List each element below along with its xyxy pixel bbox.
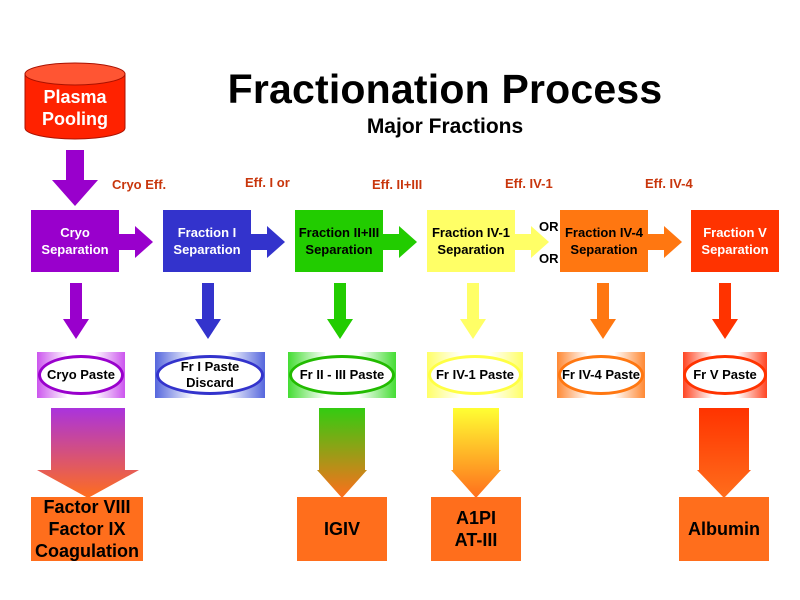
fraction-iv-1-down-arrow	[460, 283, 486, 339]
or-label-bottom: OR	[539, 251, 559, 266]
fraction-i-down-arrow	[195, 283, 221, 339]
fraction-v-separation-box: Fraction V Separation	[691, 210, 779, 272]
product-a1pi-at-iii: A1PI AT-III	[431, 497, 521, 561]
fraction-i-separation-box: Fraction I Separation	[163, 210, 251, 272]
fr-v-paste-box: Fr V Paste	[683, 352, 767, 398]
product-line-igiv: IGIV	[323, 519, 360, 539]
product-coagulation-factors: Factor VIII Factor IX Coagulation	[31, 497, 143, 561]
plasma-pooling-label: Plasma Pooling	[42, 87, 108, 129]
fr-iv-4-paste-label: Fr IV-4 Paste	[558, 355, 644, 395]
or-label-top: OR	[539, 219, 559, 234]
product-line-coagulation: Coagulation	[35, 541, 139, 561]
fr-i-paste-label: Fr I Paste Discard	[156, 355, 264, 395]
cryo-down-arrow	[63, 283, 89, 339]
fraction-ii-iii-to-iv-1-arrow	[383, 226, 417, 258]
plasma-to-cryo-arrow	[52, 150, 98, 206]
effluent-label-iv-1: Eff. IV-1	[505, 176, 553, 191]
iv-1-product-arrow	[451, 408, 501, 498]
product-albumin: Albumin	[679, 497, 769, 561]
fr-iv-4-paste-box: Fr IV-4 Paste	[557, 352, 645, 398]
fraction-iv-4-down-arrow	[590, 283, 616, 339]
fraction-iv-4-to-v-arrow	[648, 226, 682, 258]
product-igiv: IGIV	[297, 497, 387, 561]
cryo-separation-box: Cryo Separation	[31, 210, 119, 272]
fraction-ii-iii-separation-box: Fraction II+III Separation	[295, 210, 383, 272]
fraction-v-down-arrow	[712, 283, 738, 339]
product-line-factor-viii: Factor VIII	[43, 497, 131, 517]
effluent-label-iv-4: Eff. IV-4	[645, 176, 693, 191]
diagram-title: Fractionation Process	[227, 66, 663, 112]
fr-iv-1-paste-label: Fr IV-1 Paste	[428, 355, 522, 395]
v-product-arrow	[697, 408, 751, 498]
product-line-a1pi: A1PI	[455, 508, 497, 528]
product-line-at-iii: AT-III	[454, 530, 498, 550]
cryo-paste-label: Cryo Paste	[38, 355, 124, 395]
fraction-iv-1-to-iv-4-arrow	[515, 226, 549, 258]
ii-iii-product-arrow	[317, 408, 367, 498]
effluent-label-ii-iii: Eff. II+III	[372, 177, 423, 192]
fraction-iv-1-separation-box: Fraction IV-1 Separation	[427, 210, 515, 272]
fr-iv-1-paste-box: Fr IV-1 Paste	[427, 352, 523, 398]
fr-i-paste-box: Fr I Paste Discard	[155, 352, 265, 398]
cryo-paste-box: Cryo Paste	[37, 352, 125, 398]
effluent-label-i: Eff. I or	[245, 175, 290, 190]
product-line-factor-ix: Factor IX	[48, 519, 126, 539]
fraction-ii-iii-down-arrow	[327, 283, 353, 339]
fraction-iv-4-separation-box: Fraction IV-4 Separation	[560, 210, 648, 272]
cryo-product-arrow	[37, 408, 139, 498]
cryo-to-fraction-i-arrow	[119, 226, 153, 258]
effluent-label-cryo: Cryo Eff.	[112, 177, 167, 192]
fraction-i-to-ii-iii-arrow	[251, 226, 285, 258]
fr-ii-iii-paste-box: Fr II - III Paste	[288, 352, 396, 398]
fr-ii-iii-paste-label: Fr II - III Paste	[289, 355, 395, 395]
product-line-albumin: Albumin	[688, 519, 760, 539]
plasma-pooling-cylinder	[24, 62, 126, 140]
diagram-subtitle: Major Fractions	[366, 115, 524, 138]
fr-v-paste-label: Fr V Paste	[683, 355, 767, 395]
